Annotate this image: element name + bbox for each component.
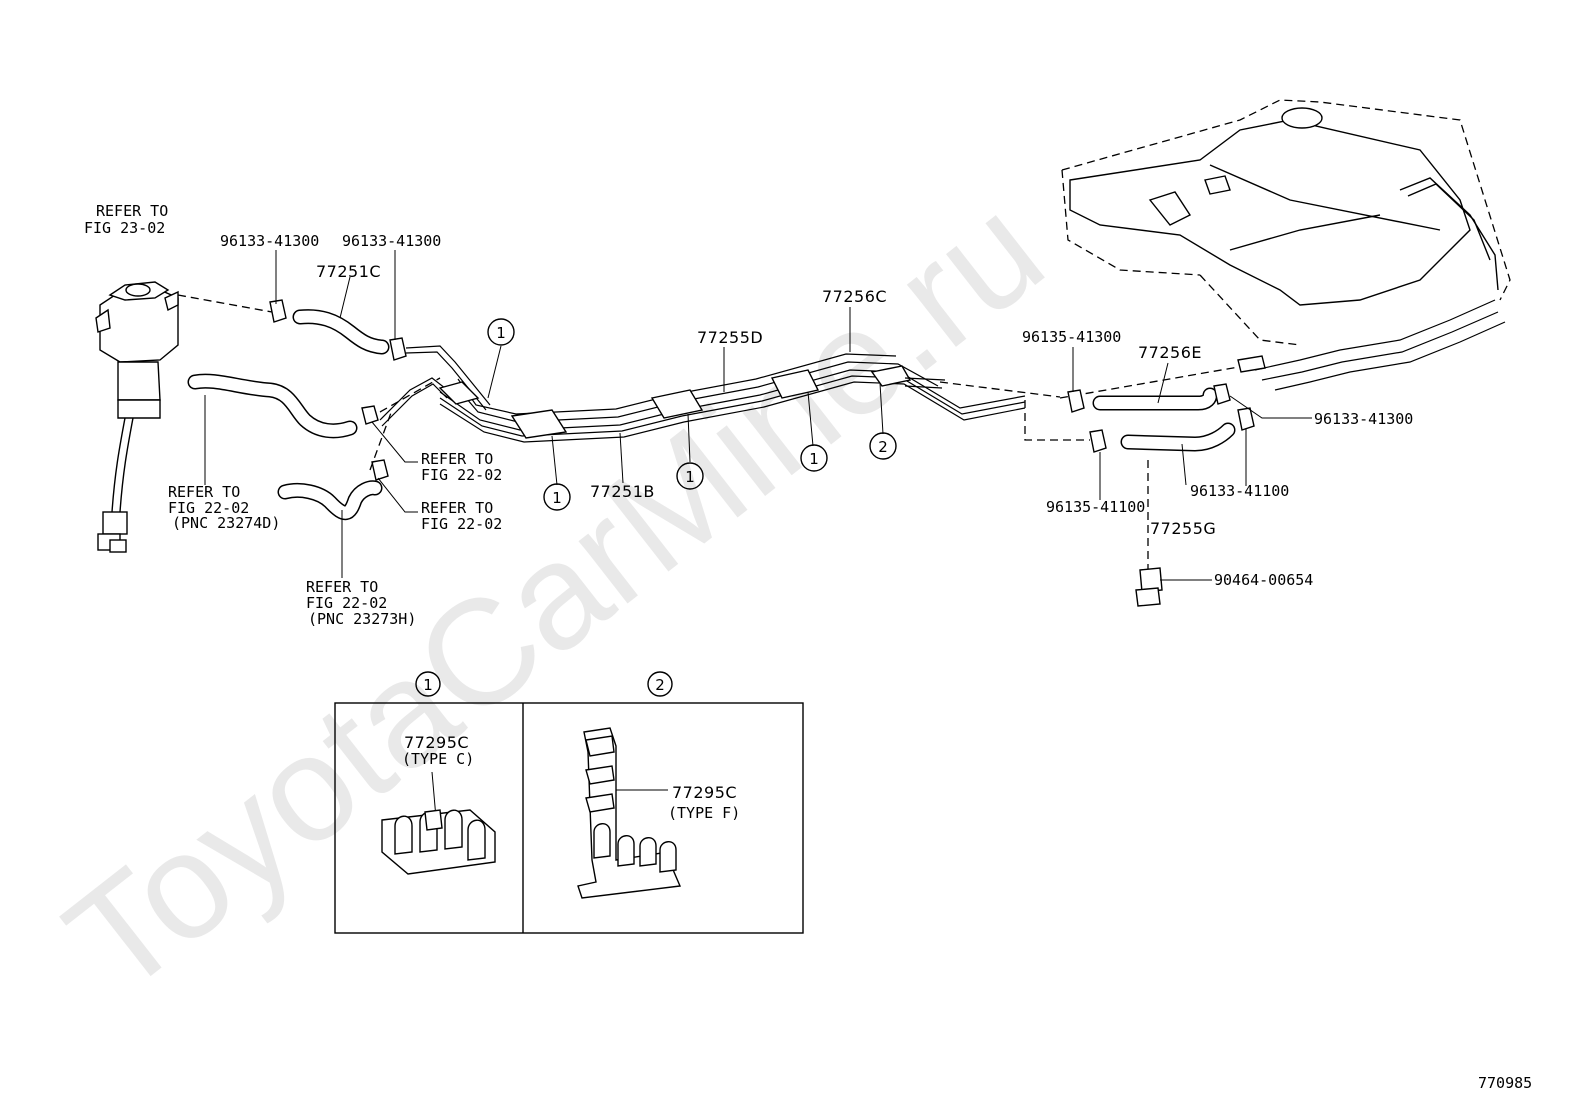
part-number-label[interactable]: 77255D xyxy=(697,328,763,347)
leader-lines xyxy=(204,250,1312,581)
hose-77256e[interactable] xyxy=(1092,387,1218,411)
refer-label: REFER TO xyxy=(168,483,240,501)
refer-label: REFER TO xyxy=(421,499,493,517)
hose-77255g[interactable] xyxy=(1120,422,1236,452)
svg-text:2: 2 xyxy=(655,676,665,694)
svg-text:1: 1 xyxy=(496,324,506,342)
refer-label: FIG 22-02 xyxy=(421,466,502,484)
callout-1[interactable]: 1 xyxy=(543,483,571,511)
part-number-label[interactable]: 77256E xyxy=(1138,343,1202,362)
part-number-label[interactable]: 96135-41100 xyxy=(1046,498,1145,516)
hose-left-upper[interactable] xyxy=(187,373,358,439)
refer-label: (PNC 23273H) xyxy=(308,610,416,628)
svg-text:2: 2 xyxy=(878,438,888,456)
detail-box xyxy=(334,702,804,934)
refer-label: REFER TO xyxy=(421,450,493,468)
part-number-label[interactable]: 77256C xyxy=(822,287,887,306)
refer-label: REFER TO xyxy=(96,202,168,220)
svg-text:1: 1 xyxy=(423,676,433,694)
detail-callout-2[interactable]: 2 xyxy=(647,671,673,697)
pipe-clamp-icon xyxy=(438,365,912,439)
svg-text:1: 1 xyxy=(809,450,819,468)
svg-text:1: 1 xyxy=(685,468,695,486)
detail-type-label: (TYPE C) xyxy=(402,750,474,768)
part-number-label[interactable]: 96133-41300 xyxy=(342,232,441,250)
refer-label: REFER TO xyxy=(306,578,378,596)
callout-2[interactable]: 2 xyxy=(869,432,897,460)
part-number-label[interactable]: 96135-41300 xyxy=(1022,328,1121,346)
part-number-label[interactable]: 77251B xyxy=(590,482,655,501)
callout-1[interactable]: 1 xyxy=(487,318,515,346)
clamp-icon[interactable] xyxy=(361,405,389,481)
part-number-label[interactable]: 96133-41300 xyxy=(1314,410,1413,428)
clamp-type-f xyxy=(577,727,682,899)
hose-77251c[interactable] xyxy=(292,309,390,355)
callout-1[interactable]: 1 xyxy=(676,462,704,490)
fuel-tank[interactable] xyxy=(1061,99,1511,346)
clamp-icon[interactable] xyxy=(269,299,407,361)
refer-label: FIG 22-02 xyxy=(168,499,249,517)
connector-pipes xyxy=(1237,299,1506,391)
clamp-type-c xyxy=(381,771,496,875)
part-number-label[interactable]: 77251C xyxy=(316,262,381,281)
refer-label: FIG 22-02 xyxy=(421,515,502,533)
svg-text:1: 1 xyxy=(552,489,562,507)
detail-type-label: (TYPE F) xyxy=(668,804,740,822)
leader-dashed xyxy=(177,294,273,313)
detail-part-label[interactable]: 77295C xyxy=(404,733,469,752)
part-number-label[interactable]: 96133-41300 xyxy=(220,232,319,250)
refer-label: (PNC 23274D) xyxy=(172,514,280,532)
part-number-label[interactable]: 77255G xyxy=(1150,519,1216,538)
part-number-label[interactable]: 96133-41100 xyxy=(1190,482,1289,500)
detail-callout-1[interactable]: 1 xyxy=(415,671,441,697)
refer-label: FIG 23-02 xyxy=(84,219,165,237)
figure-code: 770985 xyxy=(1478,1074,1532,1092)
refer-label: FIG 22-02 xyxy=(306,594,387,612)
callout-1[interactable]: 1 xyxy=(800,444,828,472)
clip-90464[interactable] xyxy=(1135,567,1163,607)
part-number-label[interactable]: 90464-00654 xyxy=(1214,571,1313,589)
clamp-icon[interactable] xyxy=(1067,383,1255,453)
hose-left-lower[interactable] xyxy=(277,480,383,521)
charcoal-canister[interactable] xyxy=(95,281,179,553)
detail-part-label[interactable]: 77295C xyxy=(672,783,737,802)
watermark: ToyotaCarMine.ru xyxy=(36,164,1072,1025)
